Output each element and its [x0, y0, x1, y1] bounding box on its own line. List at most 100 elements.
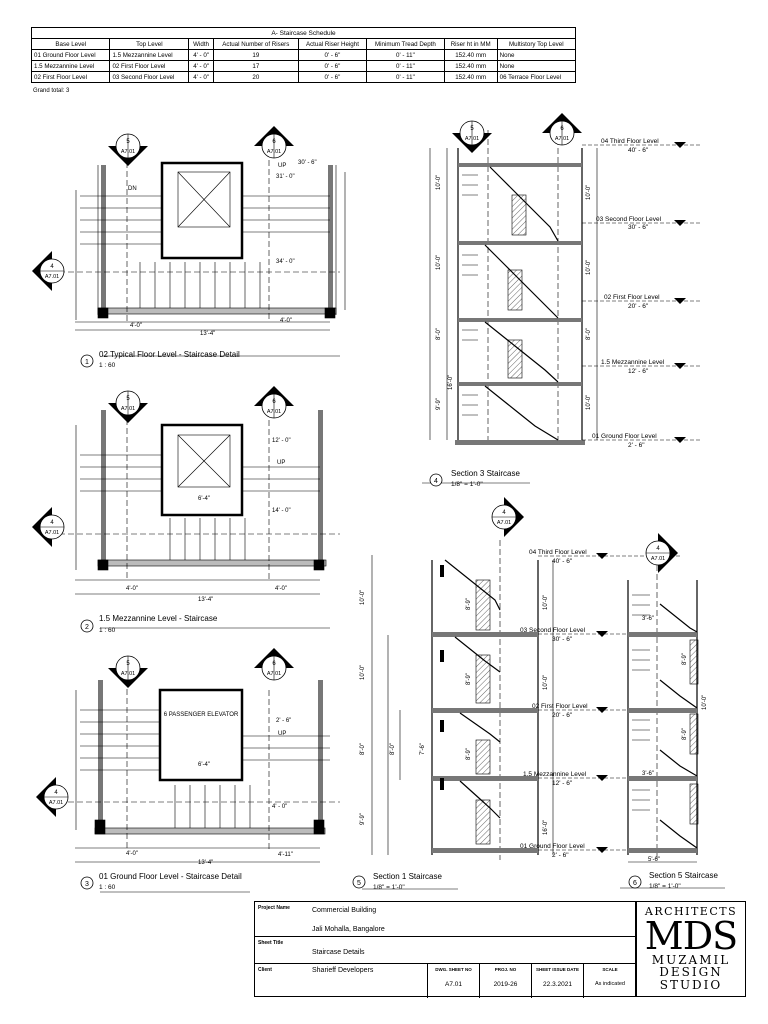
view-number: 2: [85, 624, 89, 631]
dim-text: 10'-0": [586, 260, 592, 275]
dwg-label: DWG. SHEET NO: [435, 967, 472, 972]
dim-text: 4'-0": [130, 323, 142, 329]
level-name: 1.5 Mezzannine Level: [601, 359, 665, 366]
level-tag: 14' - 0": [272, 508, 291, 514]
dim-text: 8'-9": [466, 748, 472, 760]
table-cell: 06 Terrace Floor Level: [496, 71, 577, 83]
level-tag: 4' - 0": [272, 804, 287, 810]
dim-text: 8'-0": [436, 328, 442, 340]
view-scale: 1/8" = 1'-0": [373, 884, 405, 891]
level-elev: 2' - 6": [552, 852, 569, 859]
view-scale: 1/8" = 1'-0": [451, 481, 483, 488]
section-marker[interactable]: 5 A7.01: [451, 120, 493, 154]
section-marker[interactable]: 5 A7.01: [107, 655, 149, 689]
client-name: Sharieff Developers: [312, 967, 374, 974]
logo-line: DESIGN: [659, 965, 723, 979]
table-row: 1.5 Mezzannine Level 02 First Floor Leve…: [30, 60, 577, 72]
sheet-title-row: Sheet Title Staircase Details: [255, 937, 635, 964]
level-elev: 30' - 6": [552, 636, 573, 643]
svg-text:A7.01: A7.01: [497, 520, 511, 526]
svg-text:6: 6: [272, 139, 276, 145]
dim-text: 8'-9": [466, 673, 472, 685]
view-number: 4: [434, 478, 438, 485]
svg-text:5: 5: [470, 126, 474, 132]
view-scale: 1/8" = 1'-0": [649, 883, 681, 890]
level-tag: 34' - 0": [276, 259, 295, 265]
svg-text:A7.01: A7.01: [45, 530, 59, 536]
logo-line: MUZAMIL: [651, 953, 731, 967]
project-name: Commercial Building: [312, 907, 377, 914]
section-marker[interactable]: 4 A7.01: [31, 250, 65, 292]
scale-value: As indicated: [595, 981, 625, 987]
view-number-circle: [352, 875, 366, 889]
section-marker[interactable]: 5 A7.01: [107, 133, 149, 167]
section-marker[interactable]: 6 A7.01: [253, 385, 295, 419]
view-scale: 1 : 60: [99, 884, 116, 891]
dim-text: 4'-0": [126, 851, 138, 857]
level-name: 02 First Floor Level: [532, 703, 588, 710]
table-row: 02 First Floor Level 03 Second Floor Lev…: [30, 71, 577, 83]
project-label: Project Name: [258, 905, 290, 911]
grand-total: Grand total: 3: [33, 88, 70, 94]
dim-text: 3'-6": [642, 771, 654, 777]
level-tag: 2' - 6": [276, 718, 291, 724]
dim-text: 8'-0": [586, 328, 592, 340]
svg-text:A7.01: A7.01: [121, 149, 135, 155]
logo-line: ARCHITECTS: [644, 905, 738, 918]
section-marker[interactable]: 6 A7.01: [541, 112, 583, 146]
svg-text:A7.01: A7.01: [49, 800, 63, 806]
level-elev: 20' - 6": [552, 712, 573, 719]
dim-text: 9'-9": [436, 398, 442, 410]
dim-text: 4'-0": [126, 586, 138, 592]
level-name: 03 Second Floor Level: [520, 627, 586, 634]
issue-value: 22.3.2021: [543, 981, 572, 988]
section-marker[interactable]: 4 A7.01: [645, 532, 679, 574]
dim-text: 16'-0": [448, 375, 454, 390]
level-name: 04 Third Floor Level: [601, 138, 659, 145]
proj-cell: PROJ. NO 2019-26: [479, 964, 531, 998]
level-elev: 12' - 6": [552, 780, 573, 787]
section-marker[interactable]: 4 A7.01: [35, 776, 69, 818]
svg-text:5: 5: [126, 661, 130, 667]
client-label: Client: [258, 967, 272, 973]
plan-typical-floor: [50, 153, 346, 357]
view-number: 5: [357, 880, 361, 887]
dim-text: 4'-0": [275, 586, 287, 592]
section-marker[interactable]: 4 A7.01: [491, 496, 525, 538]
level-name: 01 Ground Floor Level: [520, 843, 585, 850]
project-row: Project Name Commercial Building Jali Mo…: [255, 902, 635, 937]
title-block: Project Name Commercial Building Jali Mo…: [254, 901, 636, 998]
view-number: 1: [85, 359, 89, 366]
dim-text: 8'-0": [390, 743, 396, 755]
plan-mezzanine: [50, 410, 340, 629]
scale-cell: SCALE As indicated: [583, 964, 636, 998]
section-marker[interactable]: 5 A7.01: [107, 390, 149, 424]
dim-text: 10'-0": [586, 185, 592, 200]
view-scale: 1 : 60: [99, 627, 116, 634]
level-tag: 30' - 6": [298, 160, 317, 166]
firm-logo: ARCHITECTS MDS MUZAMIL DESIGN STUDIO: [636, 901, 746, 997]
up-label: UP: [278, 731, 286, 737]
svg-text:5: 5: [126, 396, 130, 402]
section-marker[interactable]: 6 A7.01: [253, 647, 295, 681]
table-cell: 152.40 mm: [443, 71, 498, 83]
sheet-title: Staircase Details: [312, 949, 365, 956]
section-marker[interactable]: 6 A7.01: [253, 125, 295, 159]
up-label: UP: [277, 460, 285, 466]
view-number: 6: [633, 880, 637, 887]
level-elev: 40' - 6": [552, 558, 573, 565]
plan1-stair-bottom: [139, 262, 261, 308]
svg-text:A7.01: A7.01: [651, 556, 665, 562]
svg-text:6: 6: [560, 126, 564, 132]
dim-text: 10'-0": [360, 590, 366, 605]
dim-text: 10'-0": [702, 695, 708, 710]
dim-text: 4'-0": [280, 318, 292, 324]
dim-text: 7'-6": [420, 743, 426, 755]
dwg-value: A7.01: [445, 981, 462, 988]
dim-text: 6'-4": [198, 762, 210, 768]
dim-text: 10'-0": [436, 255, 442, 270]
section-marker[interactable]: 4 A7.01: [31, 506, 65, 548]
view-number-circle: [80, 876, 94, 890]
proj-label: PROJ. NO: [494, 967, 517, 972]
